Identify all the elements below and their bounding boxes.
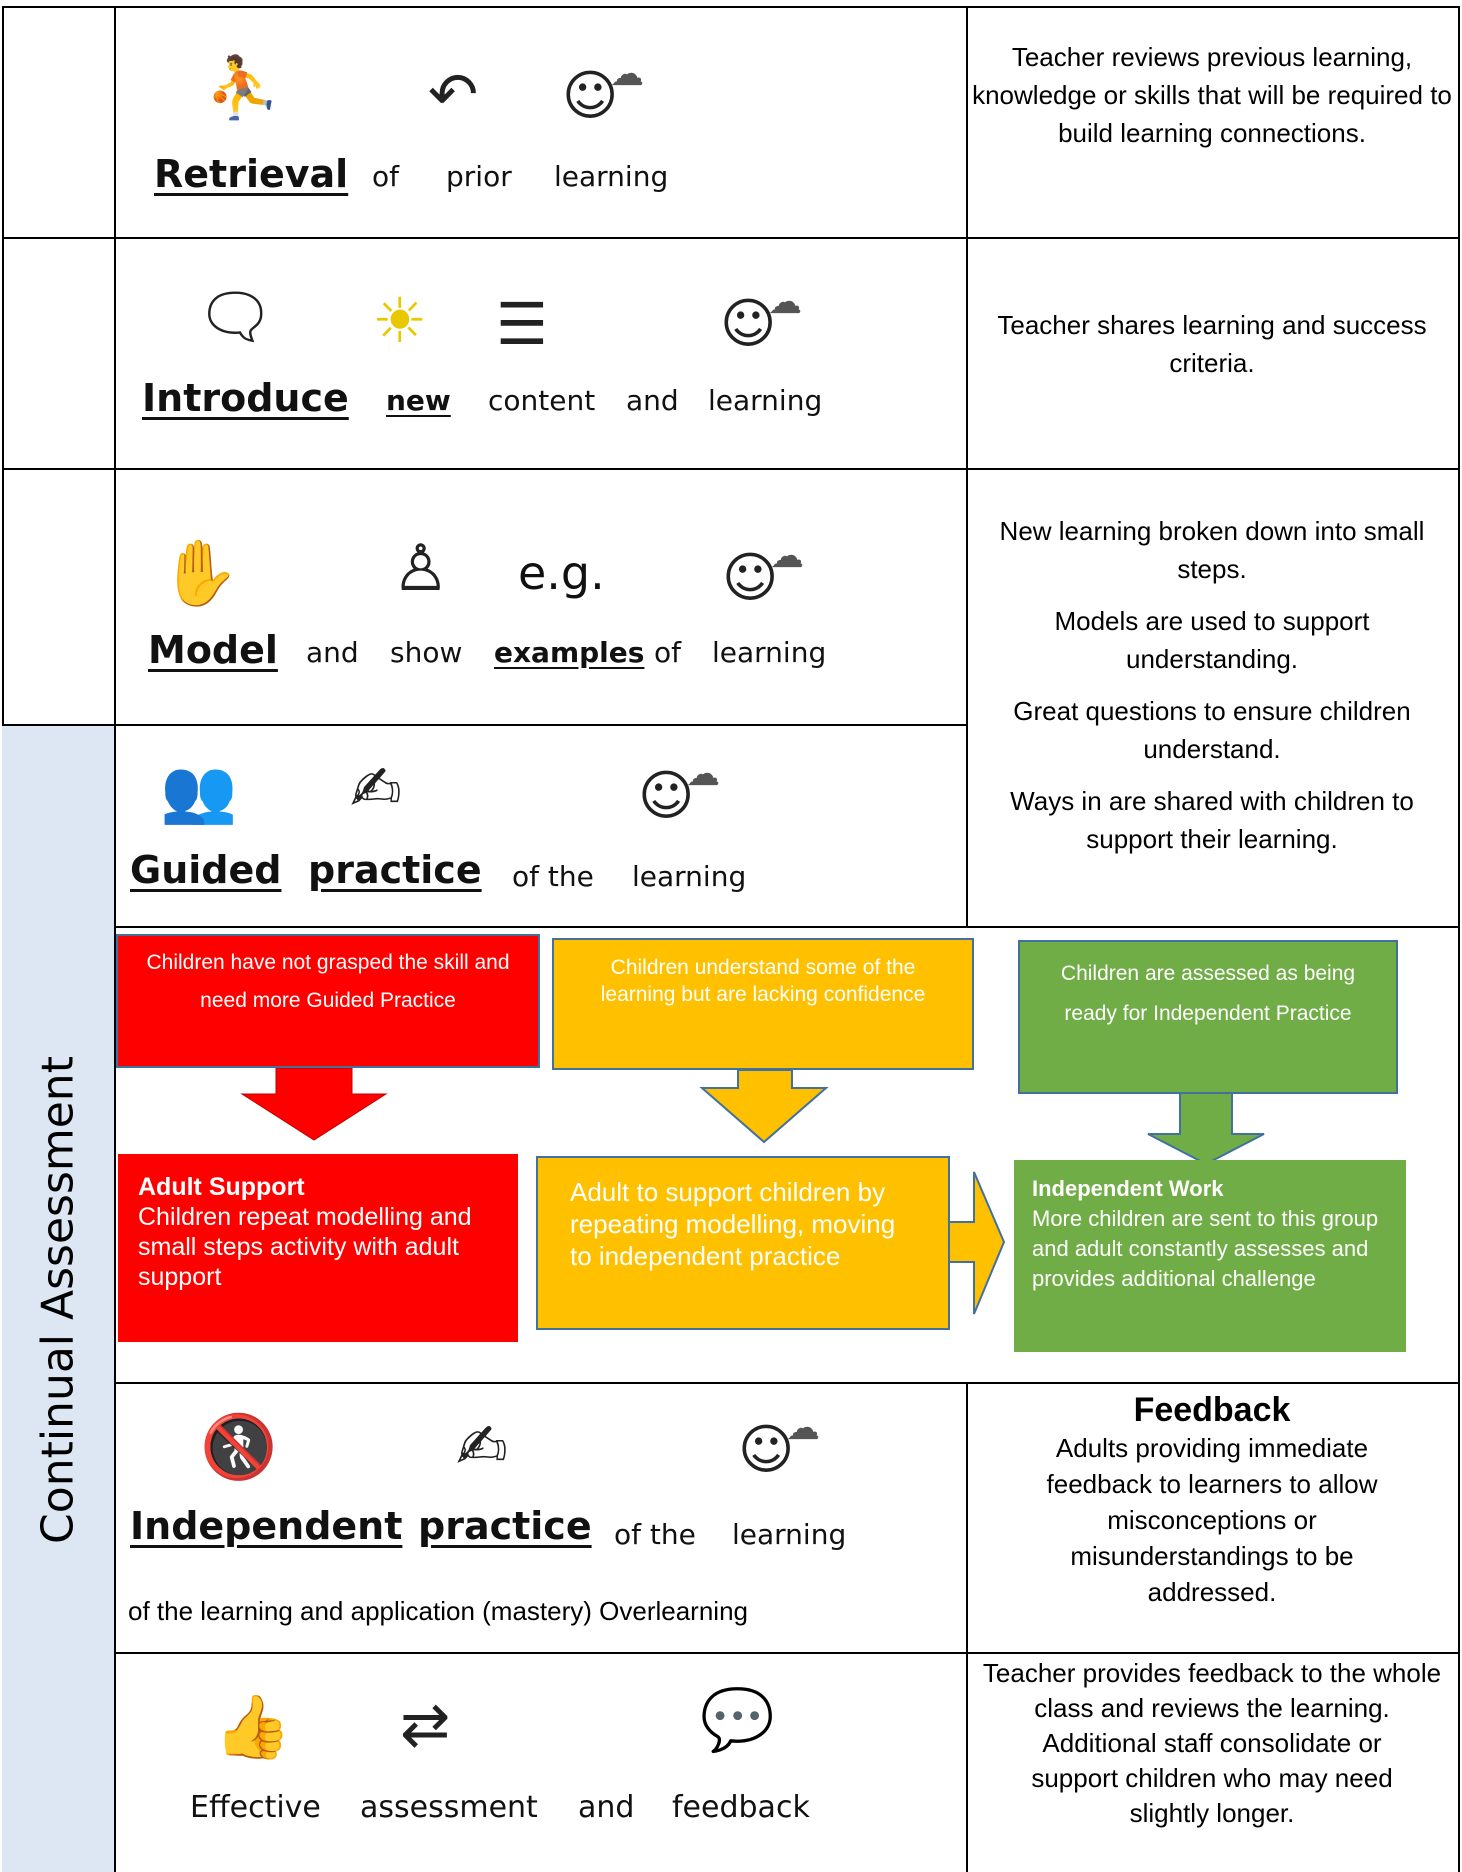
thumbs-up-icon: 👍 <box>214 1690 292 1763</box>
of-word: of <box>654 636 681 669</box>
new-sun-icon: ☀ <box>372 284 428 357</box>
learning-word: learning <box>712 636 827 669</box>
desc-divider-lower <box>966 1384 968 1872</box>
independent-work-title: Independent Work <box>1032 1176 1224 1201</box>
thinking-head-icon: ☺ <box>562 64 619 127</box>
practice-word: practice <box>308 848 482 892</box>
thinking-head-icon: ☺ <box>638 764 695 827</box>
green-condition-box: Children are assessed as being ready for… <box>1018 940 1398 1094</box>
learning-word: learning <box>708 384 823 417</box>
examples-word: examples <box>494 636 645 669</box>
new-word: new <box>386 384 451 417</box>
thought-cloud-icon: ☁ <box>610 54 644 94</box>
retrieval-word: Retrieval <box>154 152 349 196</box>
feedback-body: Adults providing immediate feedback to l… <box>1046 1433 1378 1607</box>
learning-word: learning <box>732 1518 847 1551</box>
adult-support-box: Adult Support Children repeat modelling … <box>118 1154 518 1342</box>
assessment-people-icon: ⇄ <box>400 1690 451 1760</box>
thinking-head-icon: ☺ <box>720 292 777 355</box>
eg-text: e.g. <box>518 546 605 600</box>
and-word: and <box>578 1790 635 1825</box>
model-clay-icon: ✋ <box>160 537 240 611</box>
independent-work-body: More children are sent to this group and… <box>1032 1206 1379 1291</box>
feedback-group-icon: 💬 <box>700 1685 775 1755</box>
of-the-word: of the <box>614 1518 696 1551</box>
and-word: and <box>306 636 359 669</box>
independent-word: Independent <box>130 1504 403 1548</box>
thought-cloud-icon: ☁ <box>686 754 720 794</box>
thought-cloud-icon: ☁ <box>786 1408 820 1448</box>
amber-condition-box: Children understand some of the learning… <box>552 938 974 1070</box>
row-divider <box>114 926 1460 928</box>
model-word: Model <box>148 628 278 672</box>
column-divider <box>114 6 116 1872</box>
practice-desk-icon: ✍ <box>350 752 402 825</box>
content-document-icon: ☰ <box>496 290 548 358</box>
group-icon: 👥 <box>160 754 238 827</box>
row-divider <box>2 724 966 726</box>
row-divider <box>2 468 1460 470</box>
show-word: show <box>390 636 463 669</box>
amber-support-box: Adult to support children by repeating m… <box>536 1156 950 1330</box>
person-retrieve-icon: ⛹ <box>205 53 280 123</box>
practice-desk-icon: ✍ <box>456 1410 508 1483</box>
red-condition-box: Children have not grasped the skill and … <box>116 934 540 1068</box>
assessment-word: assessment <box>360 1790 538 1825</box>
adult-support-title: Adult Support <box>138 1173 305 1201</box>
desc-divider <box>966 6 968 928</box>
learning-word: learning <box>554 160 669 193</box>
adult-support-body: Children repeat modelling and small step… <box>138 1203 472 1291</box>
of-word: of <box>372 160 399 193</box>
right-border <box>1458 6 1460 1872</box>
independent-caption: of the learning and application (mastery… <box>128 1596 749 1626</box>
learning-word: learning <box>632 860 747 893</box>
crossed-group-icon: 🚷 <box>200 1410 278 1483</box>
content-word: content <box>488 384 596 417</box>
introduce-description: Teacher shares learning and success crit… <box>997 310 1427 378</box>
independent-work-box: Independent Work More children are sent … <box>1014 1160 1406 1352</box>
effective-word: Effective <box>190 1790 321 1825</box>
row-divider <box>2 237 1460 239</box>
row-divider <box>114 1382 1460 1384</box>
guided-word: Guided <box>130 848 282 892</box>
introduce-word: Introduce <box>142 376 349 420</box>
thinking-head-icon: ☺ <box>738 1418 795 1481</box>
back-arrow-icon: ↶ <box>428 60 479 130</box>
of-the-word: of the <box>512 860 594 893</box>
show-person-icon: ♙ <box>392 532 450 606</box>
effective-description: Teacher provides feedback to the whole c… <box>982 1658 1442 1828</box>
left-border <box>2 6 4 726</box>
thought-cloud-icon: ☁ <box>770 536 804 576</box>
thought-cloud-icon: ☁ <box>768 282 802 322</box>
thinking-head-icon: ☺ <box>722 546 779 609</box>
and-word: and <box>626 384 679 417</box>
top-border <box>2 6 1460 8</box>
feedback-word: feedback <box>672 1790 810 1825</box>
speaking-icon: 🗨 <box>196 280 275 353</box>
practice-word: practice <box>418 1504 592 1548</box>
prior-word: prior <box>446 160 512 193</box>
feedback-description: Feedback Adults providing immediate feed… <box>968 1390 1456 1610</box>
feedback-heading: Feedback <box>1133 1391 1291 1429</box>
model-guided-description: New learning broken down into small step… <box>999 516 1425 854</box>
retrieval-description: Teacher reviews previous learning, knowl… <box>972 42 1452 148</box>
row-divider <box>114 1652 1460 1654</box>
